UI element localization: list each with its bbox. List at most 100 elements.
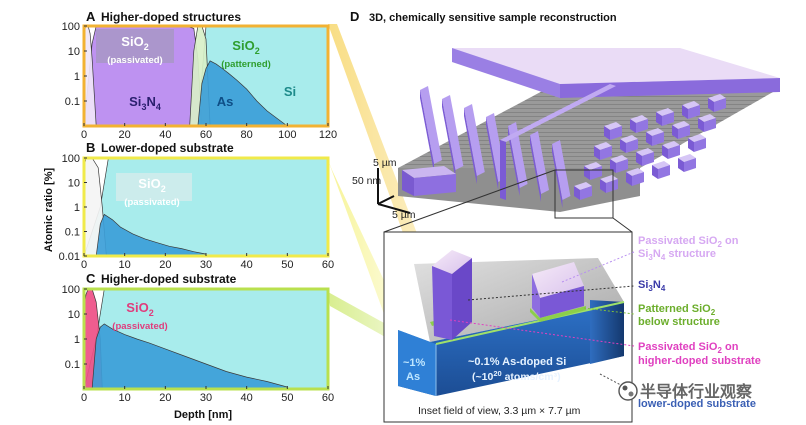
y-tick-label: 10: [68, 178, 80, 190]
series-area-as: [95, 213, 207, 256]
pillar-top: [574, 182, 592, 190]
pillar-side: [574, 186, 580, 200]
panel-b-title: Lower-doped substrate: [101, 141, 234, 155]
platform-purple-side: [452, 48, 560, 98]
x-tick-label: 60: [200, 129, 212, 141]
comb-finger: [530, 131, 549, 194]
pillar-front: [658, 165, 670, 179]
x-axis-label: Depth [nm]: [174, 409, 232, 421]
platform-top-pink: [452, 48, 780, 84]
pillar-top: [678, 154, 696, 162]
substrate-block-front: [398, 302, 624, 396]
y-tick-label: 1: [74, 202, 80, 214]
label-sio2-passivated-b: SiO2(passivated): [124, 176, 179, 208]
x-tick-label: 40: [159, 129, 171, 141]
pillar-front: [626, 139, 638, 153]
comb-finger: [420, 86, 442, 164]
panel-a-title: Higher-doped structures: [101, 10, 241, 24]
panel-d: D 3D, chemically sensitive sample recons…: [350, 9, 780, 423]
pillar-top: [682, 101, 700, 109]
x-tick-label: 80: [241, 129, 253, 141]
label-as-a: As: [217, 94, 234, 109]
annot-si3n4: Si3N4: [638, 279, 666, 293]
pillar-side: [636, 152, 642, 166]
y-tick-label: 1: [74, 334, 80, 346]
x-tick-label: 50: [281, 392, 293, 404]
x-tick-label: 40: [241, 392, 253, 404]
pillar-front: [636, 119, 648, 133]
pillar-top: [672, 121, 690, 129]
pillar-side: [646, 132, 652, 146]
comb-spine: [500, 84, 616, 142]
pillar-front: [632, 172, 644, 186]
substrate-block-left: [398, 330, 436, 396]
comb-finger-side: [442, 99, 456, 178]
y-tick-label: 100: [62, 153, 80, 165]
panel-c-title: Higher-doped substrate: [101, 272, 237, 286]
scale-5um-bottom: 5 µm: [392, 209, 416, 221]
pillar-top: [656, 108, 674, 116]
x-tick-label: 120: [319, 129, 337, 141]
pillar-side: [662, 145, 668, 159]
y-tick-label: 0.1: [65, 227, 80, 239]
y-axis-label: Atomic ratio [%]: [43, 167, 55, 252]
pillar-side: [630, 119, 636, 133]
panel-b-letter: B: [86, 140, 95, 155]
pillar-front: [694, 138, 706, 152]
pillar-left: [532, 274, 540, 318]
y-tick-label: 0.01: [59, 251, 80, 263]
pillar-array: [574, 94, 726, 200]
pillar-front: [580, 186, 592, 200]
x-tick-label: 10: [119, 259, 131, 271]
comb-finger-side: [530, 135, 541, 202]
label-sio2-passivated-c: SiO2(passivated): [112, 300, 167, 332]
x-tick-label: 0: [81, 259, 87, 271]
panel-d-letter: D: [350, 9, 359, 24]
front-block-front: [414, 174, 456, 196]
pillar-front: [600, 146, 612, 160]
panel-a-letter: A: [86, 9, 96, 24]
x-tick-label: 100: [278, 129, 296, 141]
pillar-front: [606, 179, 618, 193]
wall-top: [432, 250, 472, 274]
pillar-front: [540, 286, 584, 318]
label-as: As: [406, 371, 420, 383]
comb-finger: [464, 104, 485, 176]
label-si-a: Si: [284, 84, 296, 99]
watermark-logo-icon: [618, 381, 638, 401]
pillar-side: [656, 112, 662, 126]
inset-connector-left: [383, 169, 556, 233]
panel-c-letter: C: [86, 271, 96, 286]
pillar-top: [652, 161, 670, 169]
pillar-top: [662, 141, 680, 149]
x-tick-label: 50: [281, 259, 293, 271]
pillar-side: [600, 179, 606, 193]
label-1pct: ~1%: [403, 357, 426, 369]
x-tick-label: 0: [81, 129, 87, 141]
pillar-top: [708, 94, 726, 102]
x-tick-label: 30: [200, 259, 212, 271]
pillar-front: [688, 105, 700, 119]
label-sio2-patterned-a: SiO2(patterned): [221, 38, 271, 70]
comb-finger-side: [552, 144, 563, 208]
pillar-top: [630, 115, 648, 123]
front-block-top: [402, 166, 456, 178]
watermark: 半导体行业观察: [618, 381, 753, 401]
pillar-front: [714, 98, 726, 112]
label-01pct: ~0.1% As-doped Si: [468, 356, 566, 368]
pillar-front: [678, 125, 690, 139]
pillar-top: [604, 122, 622, 130]
y-tick-label: 0.1: [65, 359, 80, 371]
comb-finger-side: [508, 126, 520, 196]
pillar-side: [604, 126, 610, 140]
series-area-as: [197, 60, 288, 126]
label-sio2-passivated-a: SiO2(passivated): [107, 34, 162, 66]
pillar-top: [626, 168, 644, 176]
